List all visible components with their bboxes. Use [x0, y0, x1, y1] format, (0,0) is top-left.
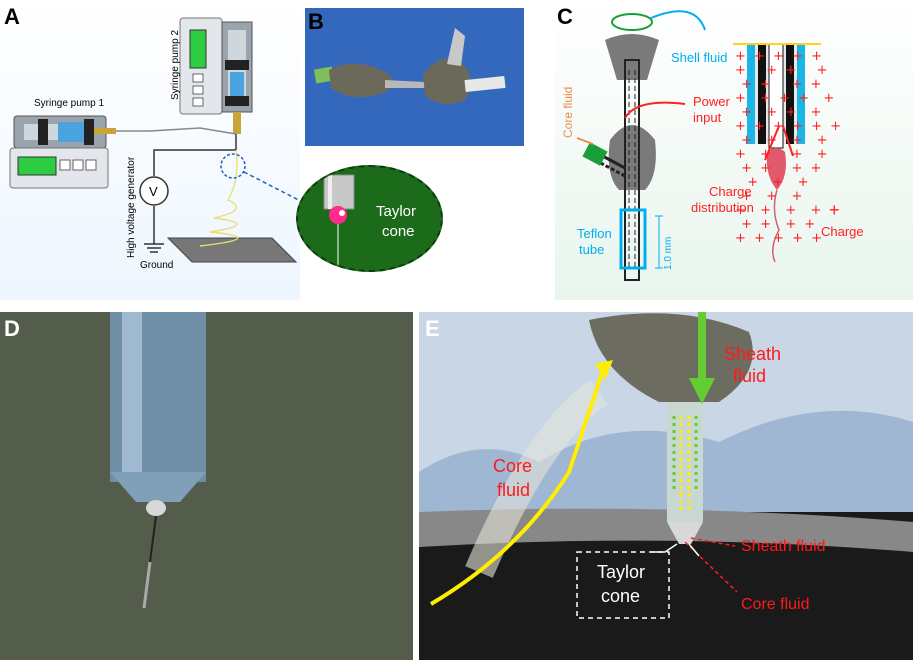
- core-fluid-right-label: Core fluid: [741, 596, 810, 613]
- sheath-fluid-top-label-2: fluid: [733, 366, 767, 386]
- panel-a-label: A: [4, 4, 20, 29]
- teflon-right-wall: [797, 44, 805, 144]
- syringe-pump-1-label: Syringe pump 1: [34, 98, 105, 109]
- needle-photo: [0, 312, 413, 660]
- core-fluid-label: Core fluid: [561, 86, 575, 138]
- panel-d-label: D: [4, 316, 20, 341]
- teflon-left-wall: [747, 44, 755, 144]
- charge-distribution-label-2: distribution: [691, 200, 754, 215]
- coaxial-needle-schematic: [576, 10, 821, 281]
- panel-d: D: [0, 312, 413, 660]
- panel-c-label: C: [557, 4, 573, 29]
- panel-e: E Sheath fluid Core fluid Sheath fluid C…: [419, 312, 913, 660]
- panel-b: B: [305, 8, 524, 146]
- core-fluid-arrow: [429, 369, 605, 606]
- teflon-tube-label-1: Teflon: [577, 226, 612, 241]
- device-photo: [305, 8, 524, 146]
- ground-label: Ground: [140, 260, 174, 271]
- zoom-circle: [220, 153, 246, 179]
- panel-a: A Syringe pump 1 Syringe pump 2 High vol…: [0, 0, 300, 300]
- coaxial-photo: [419, 312, 913, 660]
- scale-bar-label: 1.0 mm: [663, 236, 674, 270]
- zoom-connector: [243, 171, 300, 202]
- charge-label: Charge: [821, 224, 864, 239]
- taylor-cone-inset: [323, 174, 355, 267]
- sheath-fluid-right-label: Sheath fluid: [741, 538, 826, 555]
- charge-distribution-label-1: Charge: [709, 184, 752, 199]
- taylor-cone-e-label-1: Taylor: [597, 562, 646, 582]
- power-input-label-1: Power: [693, 94, 730, 109]
- teflon-tube: [619, 208, 647, 270]
- shell-fluid-label: Shell fluid: [671, 50, 728, 65]
- circuit-wire: [153, 149, 236, 244]
- sheath-fluid-top-label-1: Sheath: [724, 344, 782, 364]
- setup-schematic: [9, 17, 300, 263]
- high-voltage-generator-label: High voltage generator: [126, 156, 137, 258]
- taylor-cone-bubble: Taylor cone: [296, 165, 443, 272]
- panel-b-label: B: [308, 9, 324, 34]
- charge-cloud: + + + + + + + + + + + + + + + + + + + + …: [735, 49, 844, 246]
- panel-c: C Shell fluid Core fluid Power input Cha…: [555, 0, 913, 300]
- taylor-cone-label-2: cone: [382, 223, 415, 240]
- core-fluid-inlet: [582, 142, 608, 166]
- taylor-cone-box: [576, 551, 670, 619]
- syringe-pump-2-illustration: [179, 17, 253, 134]
- voltmeter-label: V: [149, 184, 158, 199]
- shell-fluid-inlet: [611, 13, 653, 31]
- core-fluid-left-label-2: fluid: [497, 480, 531, 500]
- syringe-pump-2-label: Syringe pump 2: [170, 29, 181, 100]
- taylor-cone-label-1: Taylor: [376, 203, 417, 220]
- power-input-label-2: input: [693, 110, 722, 125]
- core-fluid-left-label-1: Core: [493, 456, 533, 476]
- teflon-tube-label-2: tube: [579, 242, 605, 257]
- voltmeter-icon: [139, 176, 169, 206]
- jet-whip: [199, 149, 239, 247]
- charge-symbol: +: [829, 200, 840, 220]
- panel-e-label: E: [425, 316, 440, 341]
- taylor-cone-e-label-2: cone: [601, 586, 641, 606]
- syringe-pump-1-illustration: [9, 115, 116, 189]
- tubing-line: [116, 127, 237, 135]
